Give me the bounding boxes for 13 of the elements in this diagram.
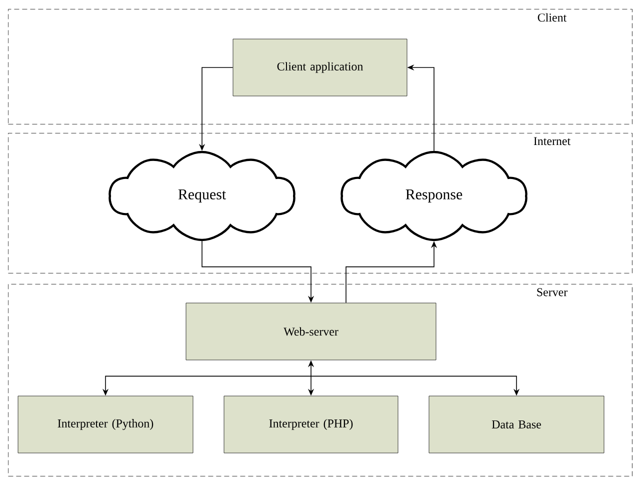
process-box: Web-server	[186, 302, 436, 360]
zone-label: Internet	[534, 137, 571, 146]
process-box: Interpreter (PHP)	[224, 396, 398, 454]
zone-band	[8, 9, 632, 124]
cloud: Request	[108, 150, 296, 242]
zone-label: Server	[537, 288, 568, 296]
process-box: Data Base	[428, 396, 604, 454]
process-box: Interpreter (Python)	[18, 396, 194, 454]
process-box: Client application	[232, 38, 408, 96]
zone-label: Client	[538, 13, 567, 22]
zone-band	[8, 133, 632, 274]
zone-band	[8, 284, 632, 476]
cloud: Response	[340, 150, 528, 242]
